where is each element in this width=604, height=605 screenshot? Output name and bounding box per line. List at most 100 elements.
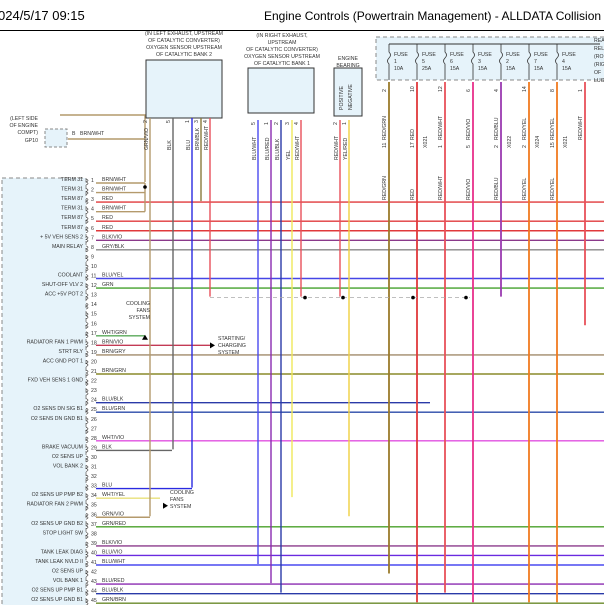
connector-id: X024: [535, 136, 541, 148]
ground-id: GP10: [25, 138, 38, 144]
splice-dot: [411, 295, 415, 300]
connector-pin-number: 1: [342, 122, 348, 125]
sensor-title: OF CATALYTIC BANK 1: [254, 61, 310, 67]
ground-location: COMPT): [18, 130, 39, 136]
pin-number: 21: [91, 369, 97, 375]
wire-color-label: RED: [102, 225, 113, 231]
connector-pin-number: 1: [264, 122, 270, 125]
pin-connector-icon: [85, 407, 89, 415]
wire-color-label: RED/BLU: [494, 177, 500, 200]
wire-color-label: RED/YEL: [550, 118, 556, 140]
pin-connector-icon: [85, 589, 89, 596]
pin-number: 9: [91, 254, 94, 260]
wire-color-label: BLU/RED: [102, 578, 125, 584]
fuse-amperage: 15A: [506, 66, 516, 72]
ground-location: (LEFT SIDE: [10, 116, 38, 122]
pin-function-label: TERM 31: [61, 177, 83, 183]
pin-number: 40: [91, 550, 97, 556]
fuse-box-label: REL: [594, 46, 604, 52]
pin-function-label: RADIATOR FAN 1 PWM: [27, 339, 83, 345]
wire-color-label: YEL: [286, 150, 292, 160]
pin-number: 18: [91, 340, 97, 346]
pin-number: 34: [91, 493, 97, 499]
pin-function-label: ACC GND POT 1: [43, 358, 83, 364]
pin-connector-icon: [85, 465, 89, 472]
wire-color-label: RED/WHT: [438, 175, 444, 200]
connector-pin-number: 1: [185, 120, 191, 123]
pin-number: 17: [91, 331, 97, 337]
wire-color-label: RED/GRN: [382, 116, 388, 140]
pin-connector-icon: [85, 178, 89, 186]
pin-connector-icon: [85, 436, 89, 444]
pin-number: 7: [91, 235, 94, 241]
splice-dot: [303, 295, 307, 300]
connector-id: X021: [423, 136, 429, 148]
ground-location: OF ENGINE: [9, 123, 38, 129]
pin-number: 12: [91, 283, 97, 289]
wire-color-label: RED/YEL: [550, 178, 556, 200]
wire-color-label: BLU: [102, 483, 112, 489]
fuse-pin: 6: [466, 89, 472, 92]
connector-id: X021: [563, 136, 569, 148]
fuse-number: 7: [534, 59, 537, 65]
pin-connector-icon: [85, 216, 89, 224]
wire-color-label: BLU/GRN: [102, 406, 125, 412]
fuse-amperage: 15A: [534, 66, 544, 72]
pin-function-label: VOL BANK 2: [53, 464, 83, 470]
pin-connector-icon: [85, 503, 89, 510]
o2-sensor-bank1: [247, 67, 315, 114]
pin-connector-icon: [85, 388, 89, 396]
pin-number: 28: [91, 436, 97, 442]
pin-connector-icon: [85, 541, 89, 549]
pin-number: 2: [91, 188, 94, 194]
pin-function-label: TERM 31: [61, 206, 83, 212]
connector-pin-number: 17: [410, 142, 416, 148]
pin-connector-icon: [85, 331, 89, 339]
wire-color-label: GRN/VIO: [102, 511, 124, 517]
pin-connector-icon: [85, 350, 89, 358]
connector-pin-number: 11: [382, 143, 388, 148]
connector-pin-number: 5: [166, 120, 172, 123]
wire-color-label: BLU/RED: [265, 137, 271, 160]
fuse-name: FUSE: [506, 52, 520, 58]
wire-color-label: BRN/GRY: [102, 349, 126, 355]
pin-function-label: TERM 87: [61, 225, 83, 231]
pin-function-label: O2 SENS UP: [52, 569, 84, 575]
starting-charging-note: STARTING/: [218, 336, 246, 342]
sensor-title: OF CATALYTIC CONVERTER): [246, 47, 318, 53]
fuse-amperage: 15A: [562, 66, 572, 72]
pin-connector-icon: [85, 321, 89, 329]
wire-color-label: RED/YEL: [522, 178, 528, 200]
wire-color-label: BLU/WHT: [102, 559, 126, 565]
pin-function-label: BRAKE VACUUM: [42, 444, 83, 450]
pin-function-label: FXD VEH SENS 1 GND: [28, 378, 84, 384]
pin-number: 5: [91, 216, 94, 222]
sensor-title: (IN RIGHT EXHAUST,: [256, 33, 307, 39]
wire-color-label: BLK: [102, 444, 112, 450]
fuse-icon: [471, 44, 475, 80]
wire-color-label: BRN/VIO: [102, 339, 123, 345]
connector-pin-number: 1: [438, 145, 444, 148]
page-title: Engine Controls (Powertrain Management) …: [264, 9, 602, 23]
cooling-fans-note: SYSTEM: [170, 504, 191, 510]
ground-pin: B: [72, 131, 76, 137]
wire-color-label: BLK/VIO: [102, 234, 122, 240]
wire-color-label: BRN/WHT: [102, 177, 127, 183]
connector-pin-number: 2: [143, 120, 149, 123]
pin-connector-icon: [85, 274, 89, 281]
fuse-number: 4: [562, 59, 565, 65]
pin-function-label: TERM 87: [61, 215, 83, 221]
pin-number: 42: [91, 570, 97, 576]
pin-connector-icon: [85, 236, 89, 243]
pin-connector-icon: [85, 293, 89, 300]
pin-number: 38: [91, 531, 97, 537]
wire-color-label: BLU: [186, 140, 192, 150]
fuse-amperage: 25A: [422, 66, 432, 72]
pin-function-label: TERM 87: [61, 196, 83, 202]
connector-pin-number: 2: [522, 145, 528, 148]
fuse-number: 3: [478, 59, 481, 65]
pin-connector-icon: [85, 417, 89, 425]
pin-connector-icon: [85, 551, 89, 558]
pin-function-label: + 5V VEH SENS 2: [40, 234, 83, 240]
bearing-title: ENGINE: [338, 56, 358, 62]
